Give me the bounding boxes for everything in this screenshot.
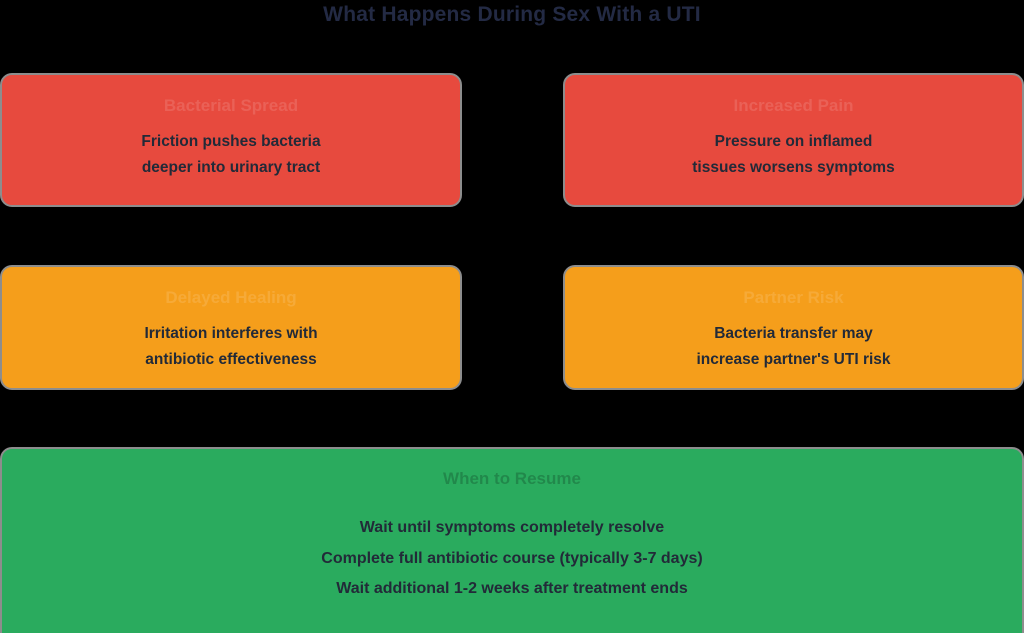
guidance-box-when-to-resume: When to Resume Wait until symptoms compl… [0,447,1024,633]
description-line: Bacteria transfer may [714,325,873,342]
description-line: increase partner's UTI risk [696,351,891,368]
page-title: What Happens During Sex With a UTI [323,3,701,26]
description-line: Irritation interferes with [144,325,318,342]
risk-box-description: Irritation interferes with antibiotic ef… [144,321,317,373]
description-line: tissues worsens symptoms [692,159,895,176]
risk-box-description: Bacteria transfer may increase partner's… [696,321,890,373]
description-line: antibiotic effectiveness [145,351,317,368]
risk-box-bacterial-spread: Bacterial Spread Friction pushes bacteri… [0,73,462,207]
risk-box-description: Pressure on inflamed tissues worsens sym… [692,129,894,181]
guidance-box-steps: Wait until symptoms completely resolve C… [321,513,702,605]
description-line: Friction pushes bacteria [141,133,321,150]
risk-box-delayed-healing: Delayed Healing Irritation interferes wi… [0,265,462,390]
guidance-step: Complete full antibiotic course (typical… [321,549,703,567]
risk-box-partner-risk: Partner Risk Bacteria transfer may incre… [563,265,1024,390]
risk-box-increased-pain: Increased Pain Pressure on inflamed tiss… [563,73,1024,207]
description-line: Pressure on inflamed [714,133,873,150]
risk-box-header: Delayed Healing [165,288,297,307]
guidance-step: Wait additional 1-2 weeks after treatmen… [336,580,688,597]
guidance-box-header: When to Resume [443,469,581,488]
description-line: deeper into urinary tract [141,159,321,176]
risk-box-header: Increased Pain [733,96,854,115]
risk-box-description: Friction pushes bacteria deeper into uri… [141,129,320,181]
risk-box-header: Partner Risk [743,288,844,307]
risk-box-header: Bacterial Spread [163,96,299,115]
guidance-step: Wait until symptoms completely resolve [359,519,665,536]
